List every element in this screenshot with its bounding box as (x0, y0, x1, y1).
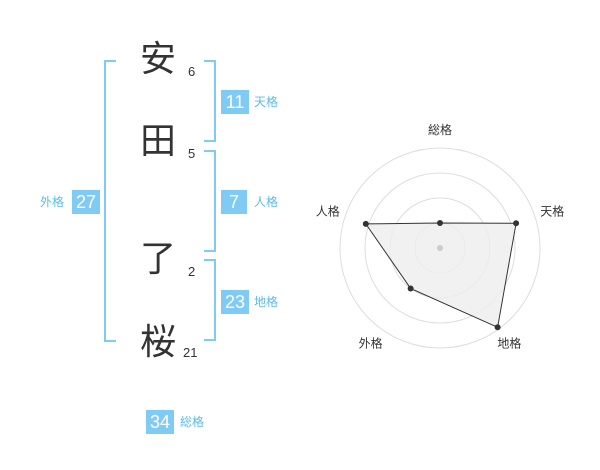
chikaku-value-badge: 23 (221, 290, 249, 314)
radar-points (362, 220, 520, 331)
name-char-4: 桜 (140, 322, 177, 363)
radar-axis-label: 天格 (540, 204, 564, 219)
stroke-count-1: 6 (188, 64, 196, 79)
stroke-count-3: 2 (188, 264, 196, 279)
radar-ring (364, 172, 516, 324)
radar-point (362, 220, 369, 227)
name-char-3: 了 (140, 239, 177, 280)
chikaku-label: 地格 (254, 295, 279, 309)
soukaku-label: 総格 (180, 415, 205, 429)
jinkaku-bracket (204, 150, 216, 252)
radar-point (437, 220, 443, 226)
tenkaku-label: 天格 (254, 95, 279, 109)
radar-point (494, 324, 501, 331)
radar-axis-label: 総格 (428, 122, 452, 137)
soukaku-value-badge: 34 (146, 410, 174, 434)
tenkaku-value-badge: 11 (221, 90, 249, 114)
stroke-count-2: 5 (188, 146, 196, 161)
radar-axis-label: 地格 (497, 335, 521, 350)
radar-ring (339, 147, 541, 349)
name-char-2: 田 (140, 121, 177, 162)
gaikaku-label: 外格 (40, 195, 65, 209)
stroke-count-4: 21 (183, 345, 198, 360)
radar-axis-label: 人格 (316, 204, 340, 219)
radar-axis-label: 外格 (359, 335, 383, 350)
radar-center-dot (437, 245, 443, 251)
tenkaku-bracket (204, 60, 216, 142)
jinkaku-label: 人格 (254, 195, 279, 209)
name-char-1: 安 (140, 39, 177, 80)
jinkaku-value-badge: 7 (221, 190, 247, 214)
gaikaku-bracket (104, 60, 116, 342)
chikaku-bracket (204, 259, 216, 341)
gaikaku-value-badge: 27 (72, 190, 100, 214)
radar-point (407, 285, 414, 292)
radar-point (513, 220, 520, 227)
radar-data-area (364, 222, 517, 329)
